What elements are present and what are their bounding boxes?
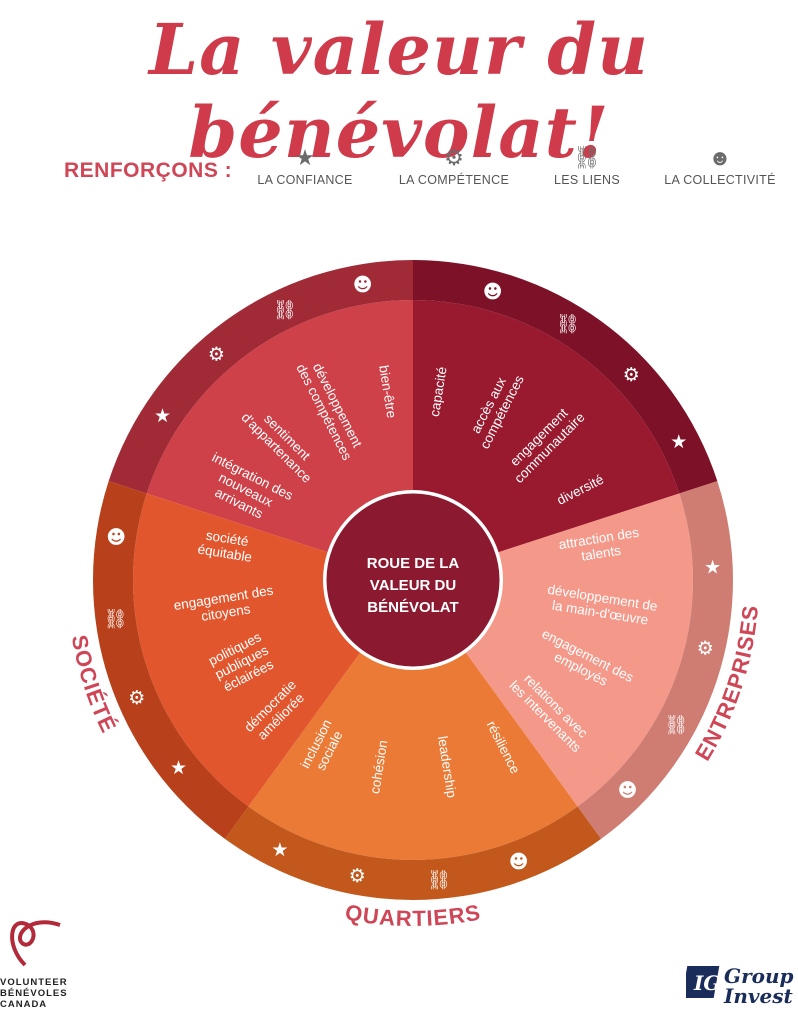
star-icon: ★: [170, 757, 187, 779]
people-icon: ☻: [509, 851, 529, 873]
svg-text:IG: IG: [693, 971, 720, 995]
sector-organismes: [413, 300, 680, 553]
page-title: La valeur du bénévolat!: [148, 8, 650, 174]
gears-icon: ⚙: [128, 687, 145, 709]
outer-ring: [92, 260, 733, 900]
gears-icon: ⚙: [623, 364, 640, 386]
legend-text: LA CONFIANCE: [257, 173, 353, 187]
vbc-text: VOLUNTEER BÉNÉVOLES CANADA: [0, 977, 68, 1010]
ig-logo: IG Group Invest: [681, 962, 798, 1014]
heart-swirl-icon: [10, 920, 61, 967]
chain-icon: ⛓: [556, 313, 580, 335]
chain-icon: ⛓: [427, 869, 451, 891]
legend-item-collectivite: ☻ LA COLLECTIVITÉ: [645, 145, 795, 187]
ring-societe: [92, 481, 249, 839]
chain-icon: ⛓: [273, 299, 297, 321]
star-icon: ★: [295, 145, 315, 170]
chain-icon: ⛓: [664, 714, 688, 736]
sector-quartiers: [248, 652, 578, 861]
people-icon: ☻: [353, 274, 373, 296]
gears-icon: ⚙: [349, 865, 366, 887]
legend-text: LES LIENS: [554, 173, 620, 187]
center-line-2: VALEUR DU: [370, 577, 456, 594]
star-icon: ★: [704, 556, 721, 578]
sector-benevoles: [146, 300, 414, 553]
chain-icon: ⛓: [103, 608, 127, 630]
value-wheel: ★⚙⛓☻☻⛓⚙★★⚙⛓☻☻⛓⚙★★⚙⛓☻ intégration desnouv…: [67, 256, 762, 931]
star-icon: ★: [670, 431, 687, 453]
gears-icon: ⚙: [208, 343, 225, 365]
gears-icon: ⚙: [444, 145, 464, 170]
ring-entreprises: [577, 481, 733, 839]
sectors: [133, 300, 694, 861]
sector-societe: [133, 493, 361, 807]
legend-item-confiance: ★ LA CONFIANCE: [230, 145, 380, 187]
star-icon: ★: [154, 405, 171, 427]
ring-benevoles: [108, 260, 413, 494]
legend-text: LA COMPÉTENCE: [398, 173, 510, 187]
star-icon: ★: [271, 839, 288, 861]
legend-item-liens: ⛓ LES LIENS: [512, 145, 662, 187]
chain-icon: ⛓: [573, 145, 601, 170]
center-circle: [323, 490, 503, 670]
sector-entreprises: [465, 493, 694, 807]
sector-name-quartiers: QUARTIERS: [343, 899, 483, 931]
ig-text: Group Invest: [724, 964, 794, 1008]
center-line-1: ROUE DE LA: [367, 555, 460, 572]
ring-organismes: [413, 260, 718, 494]
legend-text: LA COLLECTIVITÉ: [664, 173, 776, 187]
gears-icon: ⚙: [697, 638, 714, 660]
people-icon: ☻: [618, 780, 638, 802]
people-icon: ☻: [106, 526, 126, 548]
legend-label: RENFORÇONS :: [64, 159, 233, 182]
center-line-3: BÉNÉVOLAT: [367, 599, 458, 616]
volunteer-canada-logo: VOLUNTEER BÉNÉVOLES CANADA: [0, 895, 80, 1014]
legend: RENFORÇONS : ★ LA CONFIANCE ⚙ LA COMPÉTE…: [0, 115, 798, 187]
center-hub: ROUE DE LA VALEUR DU BÉNÉVOLAT: [323, 490, 503, 670]
ring-quartiers: [224, 806, 602, 900]
ig-mark-icon: IG: [681, 966, 720, 998]
people-icon: ☻: [483, 281, 503, 303]
legend-item-competence: ⚙ LA COMPÉTENCE: [379, 145, 529, 187]
ring-icons: ★ ⚙ ⛓ ☻ ☻ ⛓ ⚙ ★ ★ ⚙ ⛓ ☻ ☻ ⛓ ⚙ ★ ★ ⚙ ⛓ ☻: [103, 274, 721, 891]
people-icon: ☻: [708, 145, 732, 170]
